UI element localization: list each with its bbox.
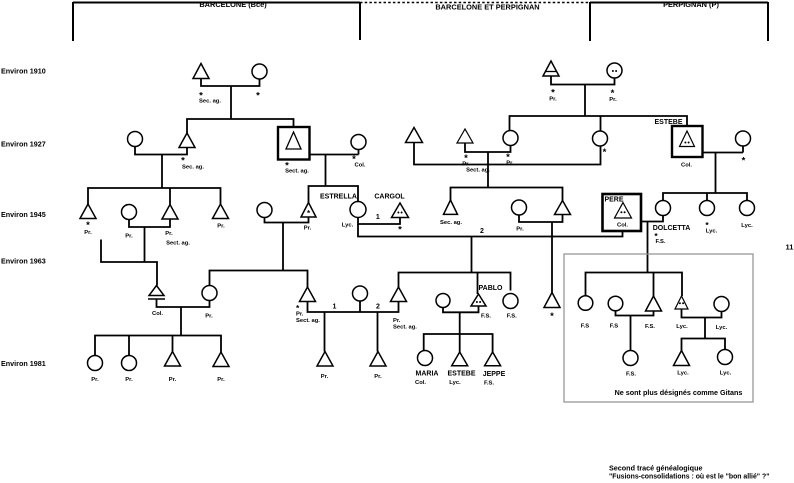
svg-text:Sec. ag.: Sec. ag. — [199, 99, 221, 105]
svg-text:Pr.: Pr. — [321, 374, 329, 380]
svg-text:*: * — [199, 91, 203, 102]
svg-text:ESTEBE: ESTEBE — [654, 119, 682, 126]
svg-text:2: 2 — [480, 228, 484, 235]
svg-text:Pr.: Pr. — [217, 224, 225, 230]
svg-text:Pr.: Pr. — [296, 312, 304, 318]
svg-text:1: 1 — [376, 214, 380, 221]
svg-text:*: * — [742, 156, 746, 167]
svg-text:Sect. ag.: Sect. ag. — [166, 241, 190, 247]
svg-text:*: * — [352, 154, 356, 165]
svg-text:Pr.: Pr. — [304, 226, 312, 232]
svg-text:Sect. ag.: Sect. ag. — [296, 318, 320, 324]
svg-text:PABLO: PABLO — [479, 285, 504, 292]
svg-text:Environ 1945: Environ 1945 — [1, 210, 46, 219]
svg-text:F.S.: F.S. — [484, 381, 494, 387]
svg-text:Pr.: Pr. — [169, 377, 177, 383]
svg-text:Pr.: Pr. — [609, 97, 617, 103]
svg-text:1: 1 — [333, 303, 337, 310]
svg-text:*: * — [464, 153, 468, 164]
svg-text:Sec. ag.: Sec. ag. — [440, 220, 462, 226]
svg-text:Col.: Col. — [355, 163, 366, 169]
svg-text:Pr.: Pr. — [84, 230, 92, 236]
svg-text:MARIA: MARIA — [416, 371, 439, 378]
svg-text:Environ 1927: Environ 1927 — [1, 140, 46, 149]
svg-text:Pr.: Pr. — [125, 234, 133, 240]
svg-text:Environ 1910: Environ 1910 — [1, 67, 46, 76]
svg-text:Lyc.: Lyc. — [720, 371, 732, 377]
svg-text:*: * — [307, 209, 311, 218]
svg-text:JEPPE: JEPPE — [483, 371, 506, 378]
svg-text:Pr.: Pr. — [91, 377, 99, 383]
svg-text:Lyc.: Lyc. — [706, 229, 718, 235]
svg-text:*: * — [285, 161, 289, 172]
svg-text:*: * — [181, 156, 185, 167]
svg-text:BARCELONE ET PERPIGNAN: BARCELONE ET PERPIGNAN — [435, 3, 539, 12]
svg-text:ESTRELLA: ESTRELLA — [320, 194, 357, 201]
svg-text:Sect. ag.: Sect. ag. — [466, 168, 490, 174]
svg-text:*: * — [398, 225, 402, 236]
svg-text:Lyc.: Lyc. — [741, 223, 753, 229]
svg-text:Pr.: Pr. — [393, 318, 401, 324]
svg-text:Environ 1981: Environ 1981 — [1, 359, 46, 368]
svg-text:Lyc.: Lyc. — [677, 371, 689, 377]
svg-text:F.S.: F.S. — [626, 372, 636, 378]
svg-text:Second tracé généalogique: Second tracé généalogique — [609, 464, 702, 473]
svg-text:Col.: Col. — [681, 163, 692, 169]
svg-text:Sect. ag.: Sect. ag. — [285, 169, 309, 175]
svg-text:"Fusions-consolidations : où e: "Fusions-consolidations : où est le "bon… — [609, 474, 769, 481]
svg-text:*: * — [705, 220, 709, 230]
svg-text:Lyc.: Lyc. — [449, 380, 461, 386]
svg-text:Pr.: Pr. — [217, 377, 225, 383]
svg-text:PERPIGNAN (P): PERPIGNAN (P) — [663, 0, 719, 9]
svg-text:*: * — [256, 91, 260, 102]
svg-text:DOLCETTA: DOLCETTA — [653, 225, 691, 232]
svg-text:*: * — [611, 88, 615, 99]
svg-text:Col.: Col. — [152, 311, 163, 317]
svg-text:*: * — [506, 152, 510, 163]
svg-text:Col.: Col. — [415, 380, 426, 386]
svg-text:Pr.: Pr. — [125, 377, 133, 383]
svg-text:ESTEBE: ESTEBE — [447, 371, 475, 378]
svg-text:*: * — [550, 311, 554, 322]
svg-text:*: * — [603, 147, 607, 158]
svg-text:F.S.: F.S. — [656, 239, 666, 245]
svg-text:Lyc.: Lyc. — [342, 223, 354, 229]
svg-text:Lyc.: Lyc. — [676, 324, 688, 330]
svg-text:*: * — [86, 220, 90, 231]
svg-text:Pr.: Pr. — [506, 161, 514, 167]
svg-text:Lyc.: Lyc. — [716, 325, 728, 331]
svg-text:*: * — [551, 88, 555, 99]
svg-text:Sec. ag.: Sec. ag. — [182, 165, 204, 171]
svg-text:F.S.: F.S. — [507, 314, 517, 320]
svg-text:*: * — [296, 303, 300, 313]
svg-text:BARCELONE (Bce): BARCELONE (Bce) — [199, 0, 267, 9]
svg-text:2: 2 — [376, 303, 380, 310]
svg-text:Col.: Col. — [617, 223, 628, 229]
svg-text:F.S.: F.S. — [645, 324, 655, 330]
svg-text:11: 11 — [786, 243, 794, 252]
svg-text:Sect. ag.: Sect. ag. — [393, 324, 417, 330]
svg-text:F.S.: F.S. — [481, 314, 491, 320]
svg-text:*: * — [654, 231, 658, 241]
svg-text:F.S: F.S — [581, 324, 590, 330]
svg-text:Pr.: Pr. — [165, 231, 173, 237]
svg-text:Pr.: Pr. — [374, 374, 382, 380]
svg-text:Pr.: Pr. — [549, 97, 557, 103]
svg-text:CARGOL: CARGOL — [374, 194, 405, 201]
svg-text:Pr.: Pr. — [205, 314, 213, 320]
svg-text:F.S: F.S — [610, 324, 619, 330]
svg-text:Environ 1963: Environ 1963 — [1, 257, 46, 266]
svg-text:Pr.: Pr. — [516, 227, 524, 233]
svg-text:Ne sont plus désignés comme Gi: Ne sont plus désignés comme Gitans — [615, 388, 743, 397]
svg-text:PERE: PERE — [604, 197, 623, 204]
